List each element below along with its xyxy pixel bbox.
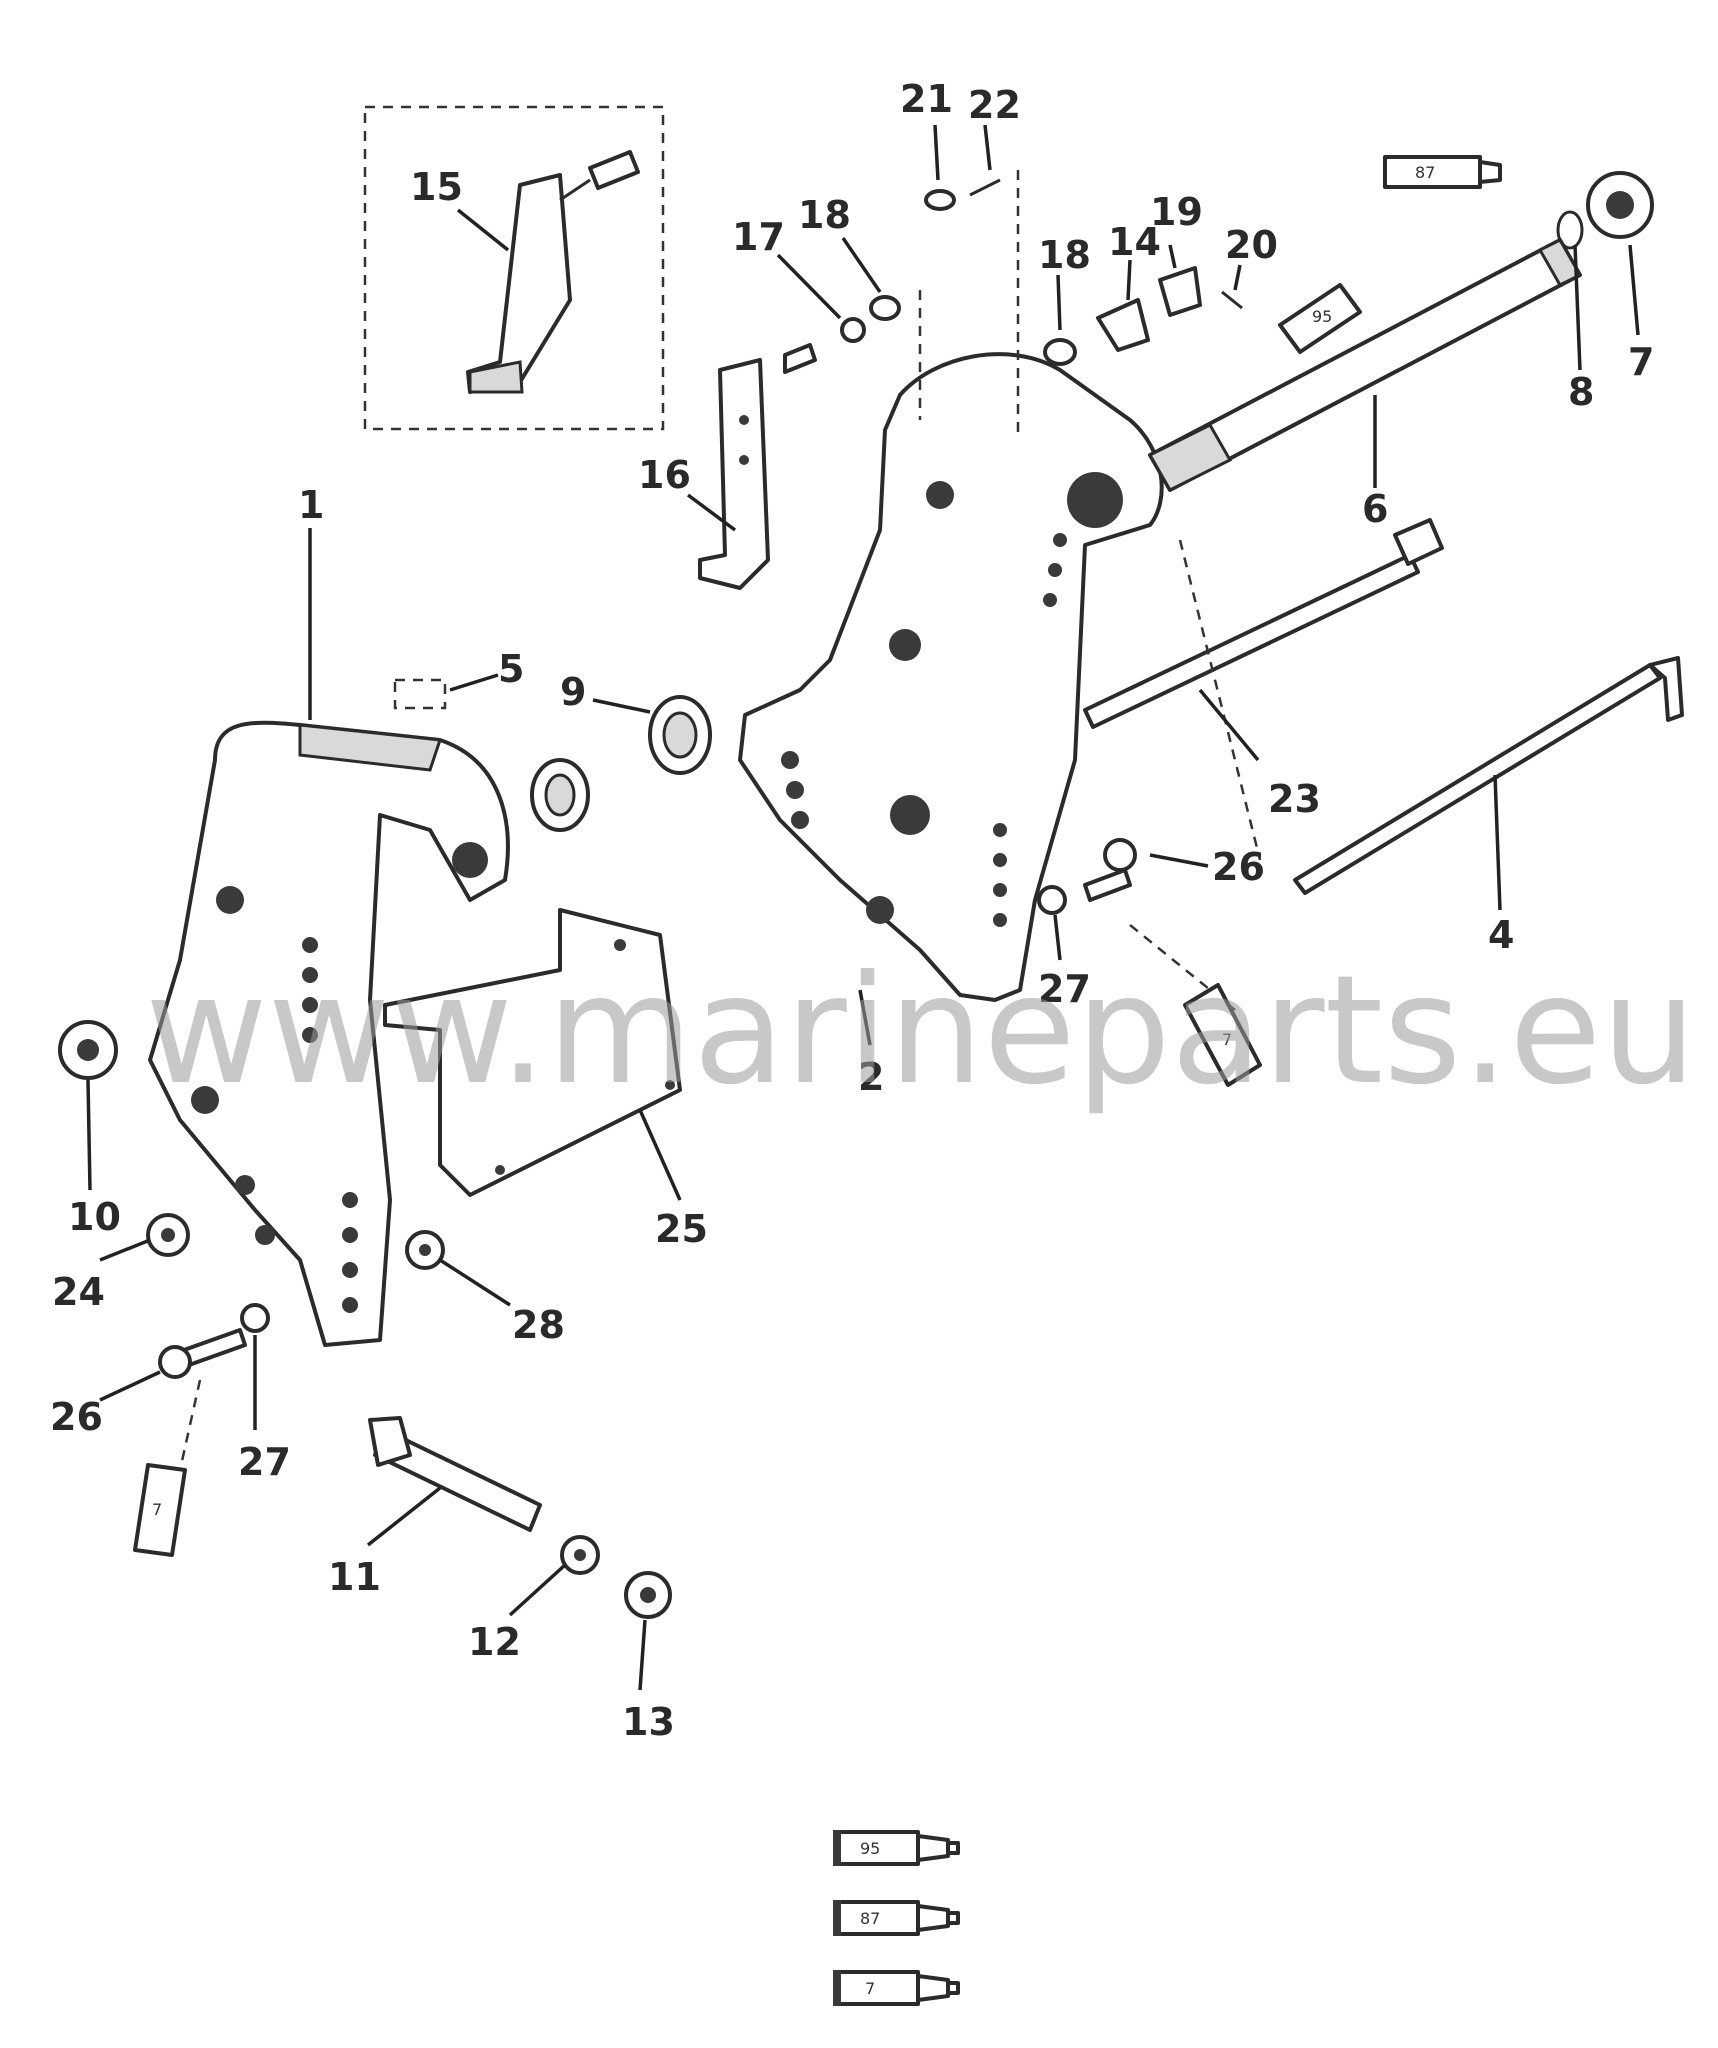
callout-12: 12 (468, 1620, 521, 1664)
inline-tube-label: 87 (1415, 163, 1435, 182)
callout-22: 22 (968, 83, 1021, 127)
sealant-tube-7-right-icon: 7 (1183, 983, 1262, 1087)
part-15-tilt-lever-icon (466, 150, 640, 394)
sealant-tube-label: 87 (860, 1909, 880, 1928)
callout-5: 5 (498, 647, 524, 691)
callout-26: 26 (50, 1395, 103, 1439)
part-23-through-bolt-icon (1083, 518, 1444, 729)
part-27-washer-b-icon (1037, 885, 1067, 915)
sealant-tube-label: 7 (865, 1979, 875, 1998)
assembly-line (178, 1379, 202, 1471)
callout-18: 18 (798, 193, 851, 237)
part-6-tilt-tube-icon (1147, 238, 1583, 492)
callout-labels: 1 2 4 5 6 7 8 9 10 11 12 13 14 15 16 17 … (50, 77, 1654, 1744)
callout-15: 15 (410, 165, 463, 209)
callout-11: 11 (328, 1555, 381, 1599)
part-14-clip-icon (1096, 298, 1150, 352)
part-12-washer-icon (560, 1535, 600, 1575)
part-16-lever-icon (698, 343, 817, 590)
part-21-clip-icon (924, 189, 956, 211)
callout-1: 1 (298, 483, 324, 527)
callout-28: 28 (512, 1303, 565, 1347)
callout-19: 19 (1150, 190, 1203, 234)
part-15-inset-box (363, 105, 665, 431)
part-17-washer-icon (840, 317, 866, 343)
part-7-nut-icon (1586, 171, 1654, 239)
part-9-washer-b-icon (530, 758, 590, 832)
part-18-bushing-b-icon (1043, 338, 1077, 366)
sealant-tube-87-top-icon: 87 (1383, 155, 1502, 189)
part-20-pin-icon (1221, 290, 1243, 310)
callout-7: 7 (1628, 340, 1654, 384)
callout-13: 13 (622, 1700, 675, 1744)
assembly-line (1178, 539, 1262, 861)
callout-27-b: 27 (1038, 967, 1091, 1011)
part-13-nut-icon (624, 1571, 672, 1619)
part-2-swivel-bracket-icon (738, 352, 1164, 1002)
callout-9: 9 (560, 670, 586, 714)
callout-17: 17 (732, 215, 785, 259)
callout-14: 14 (1108, 220, 1161, 264)
sealant-tube-icon: 7 (833, 1970, 960, 2006)
part-10-nut-icon (58, 1020, 118, 1080)
callout-25: 25 (655, 1207, 708, 1251)
part-24-nut-icon (146, 1213, 190, 1257)
part-25-transom-plate-icon (383, 908, 682, 1197)
part-27-washer-icon (240, 1303, 270, 1333)
part-26-screw-icon (158, 1328, 247, 1379)
callout-23: 23 (1268, 777, 1321, 821)
part-9-washer-icon (648, 695, 712, 775)
part-4-tilt-pin-icon (1293, 656, 1684, 895)
part-8-ring-icon (1556, 210, 1584, 250)
callout-2: 2 (858, 1055, 884, 1099)
sealant-tube-icon: 95 (833, 1830, 960, 1866)
callout-20: 20 (1225, 223, 1278, 267)
callout-8: 8 (1568, 370, 1594, 414)
part-1-clamp-bracket-icon (148, 720, 510, 1347)
sealant-tube-label: 95 (860, 1839, 880, 1858)
callout-6: 6 (1362, 487, 1388, 531)
sealant-tube-7-left-icon: 7 (133, 1463, 187, 1557)
callout-18-b: 18 (1038, 233, 1091, 277)
watermark-text: www.marineparts.eu (145, 944, 1697, 1118)
inline-tube-label: 95 (1312, 307, 1332, 326)
part-5-decal-icon (393, 678, 447, 710)
inline-tube-label: 7 (1222, 1030, 1232, 1049)
sealant-tube-95-top-icon: 95 (1278, 283, 1362, 354)
part-22-pin-icon (969, 178, 1001, 197)
callout-4: 4 (1488, 913, 1514, 957)
part-28-nut-icon (405, 1230, 445, 1270)
part-26-screw-b-icon (1083, 838, 1137, 902)
callout-10: 10 (68, 1195, 121, 1239)
callout-16: 16 (638, 453, 691, 497)
sealant-tube-icon: 87 (833, 1900, 960, 1936)
inline-tube-label: 7 (152, 1500, 162, 1519)
callout-24: 24 (52, 1270, 105, 1314)
part-11-bolt-icon (368, 1416, 542, 1532)
leader-lines (86, 124, 1640, 1691)
callout-21: 21 (900, 77, 953, 121)
sealant-tube-legend: 95 87 7 (833, 1830, 960, 2006)
part-18-bushing-icon (869, 295, 901, 321)
callout-27: 27 (238, 1440, 291, 1484)
part-19-clip-icon (1158, 266, 1202, 317)
callout-26-b: 26 (1212, 845, 1265, 889)
